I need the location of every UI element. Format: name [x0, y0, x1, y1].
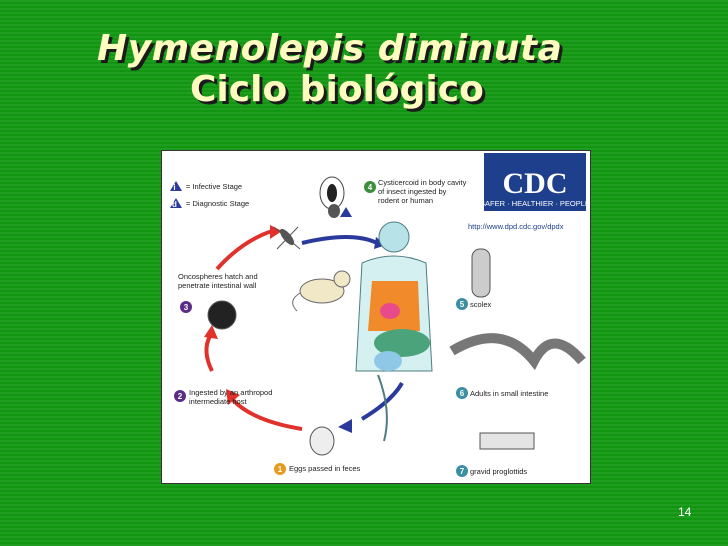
arrow-eggs-to-arthropod [230, 397, 303, 431]
step-7-label: gravid proglottids [470, 467, 527, 476]
step-3-badge [180, 301, 192, 313]
step-2-label: Ingested by an arthropod intermediate ho… [189, 388, 275, 406]
infective-triangle-icon [170, 181, 182, 191]
cdc-logo-text: CDC [503, 167, 568, 200]
life-cycle-figure: i = Infective Stage d = Diagnostic Stage… [161, 150, 591, 484]
page-number: 14 [678, 505, 692, 519]
arrow-head-icon [270, 225, 282, 239]
step-1-badge [274, 463, 286, 475]
step-3-number: 3 [184, 303, 189, 312]
step-4-label: Cysticercoid in body cavity of insect in… [378, 178, 468, 205]
cdc-logo: CDC SAFER · HEALTHIER · PEOPLE [480, 153, 590, 211]
cdc-tagline: SAFER · HEALTHIER · PEOPLE [480, 199, 590, 208]
scolex-illustration [471, 248, 491, 298]
legend: i = Infective Stage d = Diagnostic Stage [170, 181, 249, 209]
step-1-label: Eggs passed in feces [289, 464, 361, 473]
diagnostic-triangle-icon [170, 198, 182, 208]
step-5-number: 5 [460, 300, 465, 309]
legend-infective: i = Infective Stage [170, 181, 242, 192]
step-2-badge [174, 390, 186, 402]
arrow-head-icon [226, 389, 240, 405]
arrow-arthropod-to-oncosphere [204, 335, 214, 372]
step-6-badge [456, 387, 468, 399]
title-line-1: Hymenolepis diminuta [97, 28, 563, 69]
step-4-number: 4 [368, 183, 373, 192]
infective-stage-icon [340, 207, 352, 217]
arrow-head-icon [338, 419, 352, 433]
arrow-oncosphere-to-cysticercoid [215, 229, 273, 271]
legend-letter: i [173, 183, 175, 192]
proglottids-illustration [479, 432, 535, 450]
legend-label: = Diagnostic Stage [186, 199, 249, 208]
step-3-label: Oncospheres hatch and penetrate intestin… [178, 272, 260, 290]
step-2-number: 2 [178, 392, 183, 401]
step-5-label: scolex [470, 300, 492, 309]
legend-letter: d [172, 200, 177, 209]
arrow-host-to-eggs [360, 381, 404, 421]
step-4-badge [364, 181, 376, 193]
step-6-label: Adults in small intestine [470, 389, 548, 398]
life-cycle-diagram: i = Infective Stage d = Diagnostic Stage… [170, 153, 590, 477]
cdc-url: http://www.dpd.cdc.gov/dpdx [468, 222, 564, 231]
egg-illustration [309, 426, 335, 456]
cysticercoid-illustration [319, 176, 352, 218]
title-line-2: Ciclo biológico [190, 69, 484, 110]
oncosphere-illustration [207, 300, 237, 330]
legend-label: = Infective Stage [186, 182, 242, 191]
adult-worm-illustration [449, 333, 586, 371]
arrow-cysticercoid-to-host [301, 235, 378, 245]
rat-illustration [292, 270, 351, 312]
slide-title: Hymenolepis diminuta Ciclo biológico [97, 28, 562, 110]
step-6-number: 6 [460, 389, 465, 398]
step-5-badge [456, 298, 468, 310]
legend-diagnostic: d = Diagnostic Stage [170, 198, 249, 209]
step-1-number: 1 [278, 465, 283, 474]
arrow-head-icon [204, 325, 218, 339]
step-7-badge [456, 465, 468, 477]
step-7-number: 7 [460, 467, 465, 476]
insect-illustration [273, 226, 301, 250]
human-host-illustration [355, 221, 433, 442]
